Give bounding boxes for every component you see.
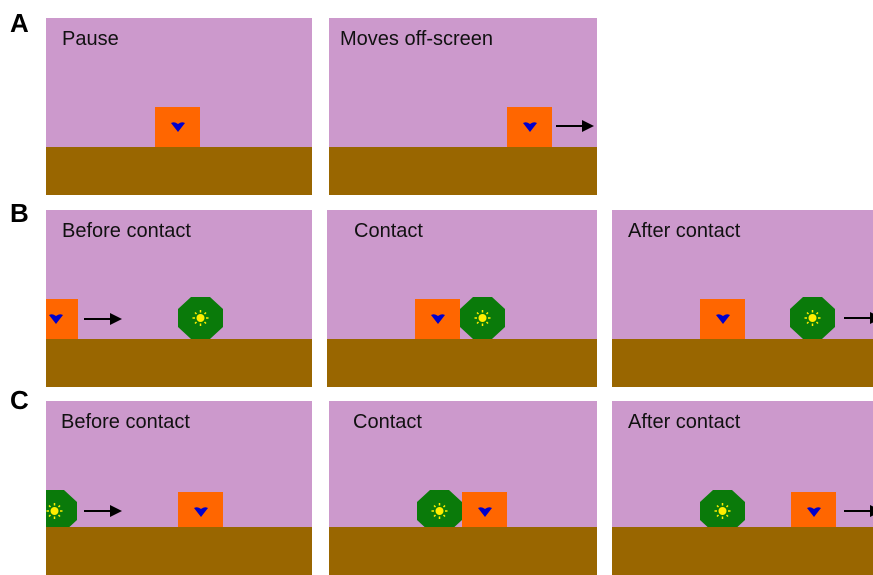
right-arrow-icon — [556, 120, 594, 132]
ground — [46, 339, 312, 387]
blue-heart-icon — [170, 122, 185, 132]
orange-square-icon — [700, 299, 745, 339]
orange-square-icon — [155, 107, 200, 147]
blue-heart-icon — [477, 507, 492, 517]
panel-caption: Before contact — [61, 411, 190, 433]
panel-a-pause: Pause — [46, 18, 312, 195]
panel-c-after-contact: After contact — [612, 401, 873, 575]
panel-caption: After contact — [628, 220, 741, 242]
ground — [46, 147, 312, 195]
right-arrow-icon — [84, 313, 122, 325]
blue-heart-icon — [806, 507, 821, 517]
panel-caption: After contact — [628, 411, 741, 433]
panel-c-contact: Contact — [329, 401, 597, 575]
right-arrow-icon — [844, 505, 873, 517]
orange-square-icon — [178, 492, 223, 532]
panel-c-before-contact: Before contact — [46, 401, 312, 575]
panel-b-contact: Contact — [327, 210, 597, 387]
panel-caption: Moves off-screen — [340, 28, 494, 50]
row-label-b: B — [10, 198, 29, 228]
orange-square-icon — [46, 299, 78, 339]
orange-square-icon — [415, 299, 460, 339]
right-arrow-icon — [84, 505, 122, 517]
panel-b-before-contact: Before contact — [46, 210, 312, 387]
ground — [612, 339, 873, 387]
panel-caption: Contact — [354, 220, 423, 242]
orange-square-icon — [507, 107, 552, 147]
panel-caption: Before contact — [62, 220, 191, 242]
row-label-c: C — [10, 385, 29, 415]
blue-heart-icon — [715, 314, 730, 324]
ground — [329, 527, 597, 575]
blue-heart-icon — [522, 122, 537, 132]
green-octagon-icon — [46, 490, 77, 532]
ground — [329, 147, 597, 195]
ground — [612, 527, 873, 575]
panel-b-after-contact: After contact — [612, 210, 873, 387]
blue-heart-icon — [193, 507, 208, 517]
green-octagon-icon — [178, 297, 223, 339]
orange-square-icon — [462, 492, 507, 532]
ground — [46, 527, 312, 575]
orange-square-icon — [791, 492, 836, 532]
panel-caption: Contact — [353, 411, 422, 433]
blue-heart-icon — [430, 314, 445, 324]
blue-heart-icon — [48, 314, 63, 324]
green-octagon-icon — [460, 297, 505, 339]
ground — [327, 339, 597, 387]
green-octagon-icon — [417, 490, 462, 532]
green-octagon-icon — [700, 490, 745, 532]
right-arrow-icon — [844, 312, 873, 324]
panel-a-moves-off-screen: Moves off-screen — [329, 18, 597, 195]
green-octagon-icon — [790, 297, 835, 339]
panel-caption: Pause — [62, 28, 119, 50]
row-label-a: A — [10, 8, 29, 38]
